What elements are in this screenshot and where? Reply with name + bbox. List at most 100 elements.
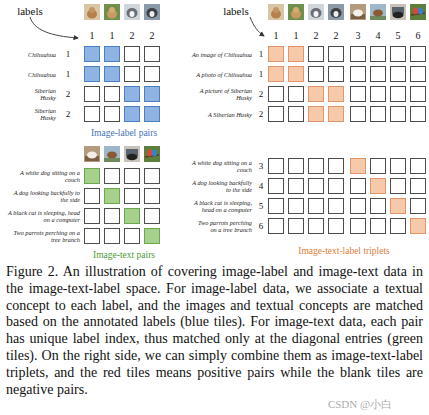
row-text: Two parrots perching on a tree branch <box>6 229 80 243</box>
label-number: 2 <box>145 30 159 41</box>
label-number: 3 <box>351 30 365 41</box>
thumbnail <box>104 146 120 162</box>
row-text: A black cat is sleeping, head on a compu… <box>192 199 252 213</box>
label-number: 1 <box>62 49 74 59</box>
row-text: A Siberian Husky <box>192 111 252 118</box>
blue-tile <box>125 107 140 122</box>
tile-grid <box>350 158 429 238</box>
thumbnail <box>124 146 140 162</box>
thumbnail <box>328 4 344 20</box>
red-tile <box>391 199 406 214</box>
tile-grid <box>84 46 164 126</box>
label-number: 6 <box>411 30 425 41</box>
red-tile <box>371 179 386 194</box>
tile-grid <box>350 46 429 126</box>
pointer-arrow <box>250 17 264 36</box>
label-number: 4 <box>371 30 385 41</box>
green-tiles <box>85 169 160 244</box>
panel-title: Image-text pairs <box>59 250 189 261</box>
red-tile <box>269 67 284 82</box>
label-number: 1 <box>289 30 303 41</box>
blue-tile <box>105 67 120 82</box>
panel-title: Image-label pairs <box>59 128 189 139</box>
blue-tile <box>85 47 100 62</box>
row-text: Chihuahua <box>22 71 56 78</box>
red-tile <box>269 47 284 62</box>
thumbnail <box>84 4 100 20</box>
pointer-arrow <box>30 17 78 38</box>
blue-tiles <box>85 47 160 122</box>
thumbnail <box>350 4 366 20</box>
thumbnail <box>84 146 100 162</box>
row-text: A dog looking backfully to the side <box>6 189 80 203</box>
row-text: Chihuahua <box>22 51 56 58</box>
tile-grid <box>84 168 164 248</box>
label-number: 5 <box>255 201 267 211</box>
label-number: 1 <box>62 69 74 79</box>
row-text: A black cat is sleeping, head on a compu… <box>6 209 80 223</box>
watermark: CSDN @小白 <box>295 398 425 410</box>
label-number: 2 <box>329 30 343 41</box>
label-number: 4 <box>255 181 267 191</box>
panel-title: Image-text-label triplets <box>259 246 429 257</box>
red-tile <box>411 219 426 234</box>
label-number: 2 <box>62 89 74 99</box>
tile-grid <box>268 46 348 126</box>
tile-grid <box>350 158 429 238</box>
label-number: 6 <box>255 221 267 231</box>
axis-title: labels <box>214 5 258 17</box>
red-tile <box>289 67 304 82</box>
thumbnail <box>410 4 426 20</box>
tile-grid <box>84 168 164 248</box>
blue-tile <box>125 87 140 102</box>
tile-grid <box>350 46 429 126</box>
green-tile <box>145 229 160 244</box>
green-tile <box>105 189 120 204</box>
red-tile <box>351 159 366 174</box>
label-number: 3 <box>255 161 267 171</box>
tile-grid <box>268 158 348 238</box>
red-tile <box>329 107 344 122</box>
blue-tile <box>85 67 100 82</box>
row-text: A photo of Chihuahua <box>192 71 252 78</box>
green-tile <box>85 169 100 184</box>
axis-title: labels <box>8 5 52 17</box>
red-tiles <box>269 47 426 234</box>
row-text: A dog looking backfully to the side <box>192 179 252 193</box>
thumbnail <box>104 4 120 20</box>
thumbnail <box>308 4 324 20</box>
red-tile <box>309 107 324 122</box>
thumbnail <box>370 4 386 20</box>
label-number: 1 <box>85 30 99 41</box>
row-text: A picture of Siberian Husky <box>192 87 252 101</box>
label-number: 1 <box>269 30 283 41</box>
label-number: 2 <box>255 109 267 119</box>
red-tile <box>309 87 324 102</box>
label-number: 1 <box>255 69 267 79</box>
red-tile <box>329 87 344 102</box>
label-number: 5 <box>391 30 405 41</box>
tile-grid <box>268 158 348 238</box>
tile-grid <box>84 46 164 126</box>
row-text: A white dog sitting on a couch <box>6 169 80 183</box>
thumbnail <box>144 146 160 162</box>
label-number: 2 <box>125 30 139 41</box>
label-number: 2 <box>62 109 74 119</box>
red-tile <box>289 47 304 62</box>
thumbnail <box>268 4 284 20</box>
row-text: Siberian Husky <box>22 107 56 121</box>
row-text: Siberian Husky <box>22 87 56 101</box>
blue-tile <box>145 87 160 102</box>
row-text: An image of Chihuahua <box>192 51 252 58</box>
tile-grid <box>268 46 348 126</box>
thumbnail <box>288 4 304 20</box>
row-text: A white dog sitting on a couch <box>192 159 252 173</box>
thumbnail <box>144 4 160 20</box>
green-tile <box>125 209 140 224</box>
thumbnail <box>124 4 140 20</box>
thumbnail <box>390 4 406 20</box>
figure-caption: Figure 2. An illustration of covering im… <box>6 264 423 398</box>
label-number: 1 <box>105 30 119 41</box>
label-number: 2 <box>255 89 267 99</box>
label-number: 1 <box>255 49 267 59</box>
